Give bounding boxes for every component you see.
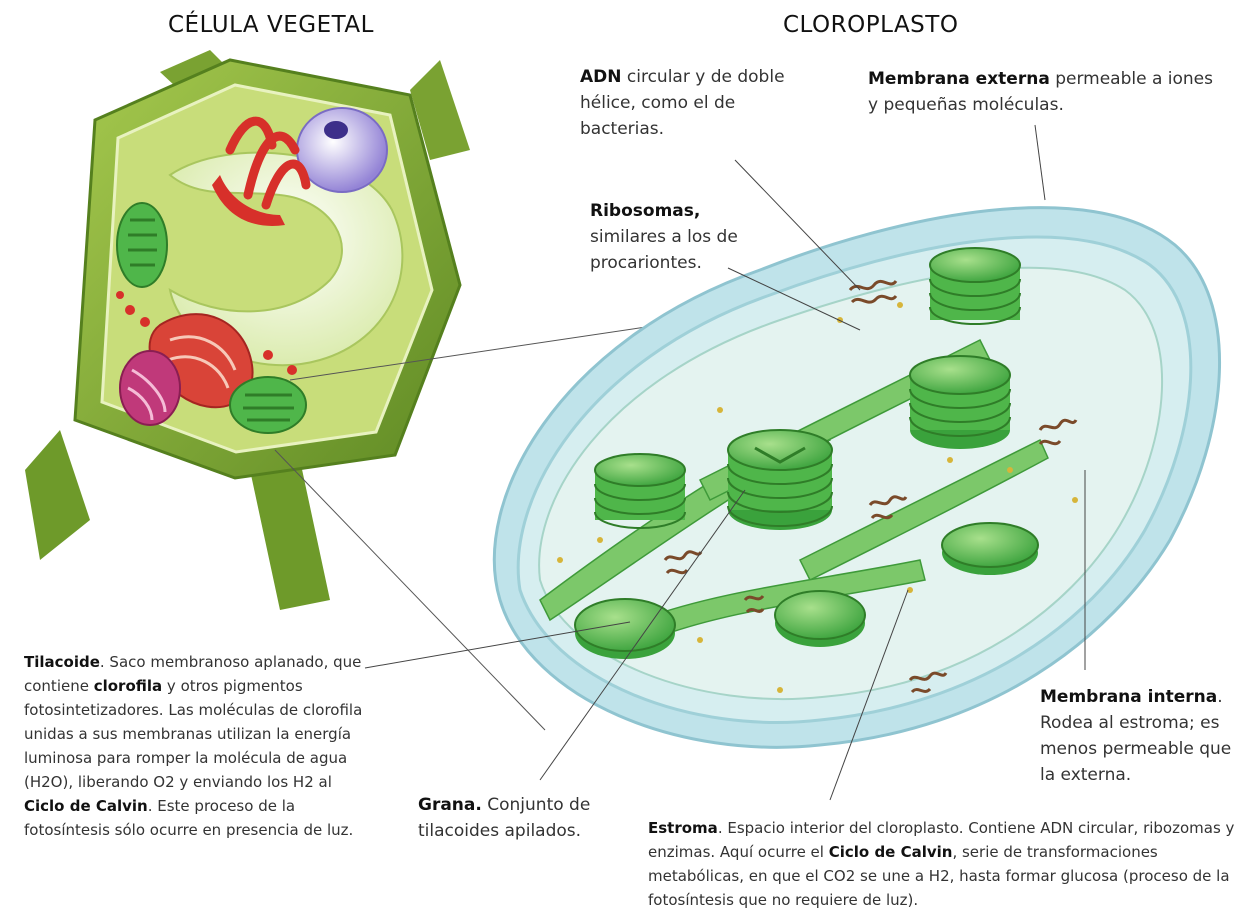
granum	[910, 356, 1010, 449]
label-tilacoide-bold1: clorofila	[94, 677, 162, 695]
granum	[930, 248, 1020, 324]
label-estroma: Estroma. Espacio interior del cloroplast…	[648, 816, 1248, 912]
label-ribosomas-text: similares a los de procariontes.	[590, 227, 738, 273]
label-membrana-externa-term: Membrana externa	[868, 69, 1050, 89]
cell-title: CÉLULA VEGETAL	[168, 12, 374, 38]
label-membrana-interna-text: Rodea al estroma; es menos permeable que…	[1040, 713, 1231, 785]
label-adn-term: ADN	[580, 67, 622, 87]
nucleolus	[324, 121, 348, 139]
label-ribosomas: Ribosomas, similares a los de procariont…	[590, 198, 740, 276]
chloroplast-title: CLOROPLASTO	[783, 12, 958, 38]
cell-wall-neighbor	[25, 430, 90, 560]
label-tilacoide-bold2: Ciclo de Calvin	[24, 797, 148, 815]
granum	[595, 454, 685, 528]
cell-wall-neighbor	[250, 460, 330, 610]
label-tilacoide-term: Tilacoide	[24, 653, 100, 671]
label-grana: Grana. Conjunto de tilacoides apilados.	[418, 792, 628, 844]
label-membrana-interna: Membrana interna. Rodea al estroma; es m…	[1040, 684, 1250, 788]
cell-chloroplast	[117, 203, 167, 287]
granum	[728, 430, 832, 530]
label-membrana-interna-punct: .	[1217, 687, 1222, 707]
cell-chloroplast	[230, 377, 306, 433]
label-grana-term: Grana.	[418, 795, 482, 815]
label-estroma-term: Estroma	[648, 819, 718, 837]
nucleus	[297, 108, 387, 192]
label-estroma-bold1: Ciclo de Calvin	[829, 843, 953, 861]
plant-cell	[25, 50, 470, 610]
thylakoid	[942, 523, 1038, 575]
chloroplast	[494, 208, 1219, 748]
label-ribosomas-term: Ribosomas,	[590, 201, 700, 221]
mitochondrion	[120, 351, 180, 425]
label-membrana-externa: Membrana externa permeable a iones y peq…	[868, 66, 1228, 118]
label-membrana-interna-term: Membrana interna	[1040, 687, 1217, 707]
thylakoid	[775, 591, 865, 647]
label-adn: ADN circular y de doble hélice, como el …	[580, 64, 810, 142]
label-tilacoide: Tilacoide. Saco membranoso aplanado, que…	[24, 650, 374, 842]
